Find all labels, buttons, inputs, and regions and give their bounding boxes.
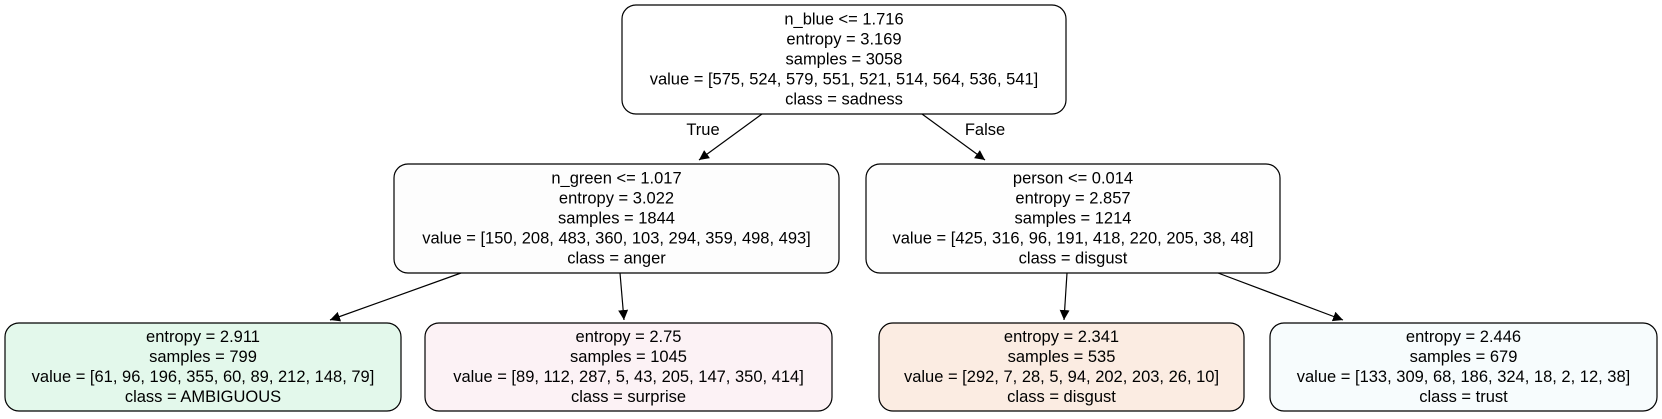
node-line: person <= 0.014 <box>1013 170 1133 188</box>
node-root: n_blue <= 1.716 entropy = 3.169 samples = … <box>621 4 1067 115</box>
node-left: n_green <= 1.017 entropy = 3.022 samples =… <box>393 163 840 274</box>
node-line: entropy = 3.022 <box>559 190 674 208</box>
node-line: n_green <= 1.017 <box>551 170 681 188</box>
edge-label-false: False <box>965 121 1005 139</box>
node-line: value = [575, 524, 579, 551, 521, 514, 5… <box>650 71 1039 89</box>
node-line: samples = 799 <box>149 348 257 366</box>
node-line: value = [61, 96, 196, 355, 60, 89, 212, … <box>32 368 375 386</box>
node-box <box>865 163 1281 274</box>
node-line: samples = 679 <box>1410 348 1518 366</box>
node-line: samples = 1214 <box>1015 210 1132 228</box>
node-box <box>1269 322 1658 412</box>
node-line: class = sadness <box>785 91 903 109</box>
node-line: samples = 535 <box>1008 348 1116 366</box>
node-line: value = [150, 208, 483, 360, 103, 294, 3… <box>422 230 811 248</box>
edge-root-left <box>698 113 763 161</box>
node-line: class = AMBIGUOUS <box>125 388 281 406</box>
node-leaf-trust: entropy = 2.446 samples = 679 value = [133… <box>1269 322 1658 412</box>
node-box <box>878 322 1245 412</box>
node-leaf-disgust: entropy = 2.341 samples = 535 value = [292… <box>878 322 1245 412</box>
edge-right-leaf3 <box>1059 272 1070 321</box>
node-line: n_blue <= 1.716 <box>784 11 903 29</box>
node-line: value = [425, 316, 96, 191, 418, 220, 20… <box>892 230 1253 248</box>
node-line: class = disgust <box>1007 388 1116 406</box>
node-line: entropy = 3.169 <box>786 31 901 49</box>
node-line: value = [89, 112, 287, 5, 43, 205, 147, … <box>453 368 804 386</box>
node-line: class = surprise <box>571 388 686 406</box>
node-right: person <= 0.014 entropy = 2.857 samples = … <box>865 163 1281 274</box>
node-line: class = anger <box>567 250 666 268</box>
node-box <box>4 322 402 412</box>
node-line: value = [133, 309, 68, 186, 324, 18, 2, … <box>1297 368 1630 386</box>
node-leaf-ambiguous: entropy = 2.911 samples = 799 value = [61,… <box>4 322 402 412</box>
node-line: entropy = 2.857 <box>1015 190 1130 208</box>
node-line: entropy = 2.911 <box>146 328 260 346</box>
node-box <box>393 163 840 274</box>
node-box <box>424 322 833 412</box>
edge-left-leaf2 <box>618 272 629 321</box>
node-line: samples = 1844 <box>558 210 675 228</box>
node-box <box>621 4 1067 115</box>
edge-label-true: True <box>686 121 719 139</box>
node-line: samples = 1045 <box>570 348 687 366</box>
node-line: samples = 3058 <box>786 51 903 69</box>
node-line: entropy = 2.446 <box>1406 328 1521 346</box>
edge-left-leaf1 <box>329 272 462 322</box>
edge-root-right <box>921 113 986 161</box>
edge-right-leaf4 <box>1217 272 1344 322</box>
node-leaf-surprise: entropy = 2.75 samples = 1045 value = [89,… <box>424 322 833 412</box>
node-line: entropy = 2.341 <box>1004 328 1119 346</box>
node-line: class = disgust <box>1019 250 1128 268</box>
node-line: entropy = 2.75 <box>576 328 682 346</box>
node-line: value = [292, 7, 28, 5, 94, 202, 203, 26… <box>904 368 1219 386</box>
node-line: class = trust <box>1419 388 1508 406</box>
